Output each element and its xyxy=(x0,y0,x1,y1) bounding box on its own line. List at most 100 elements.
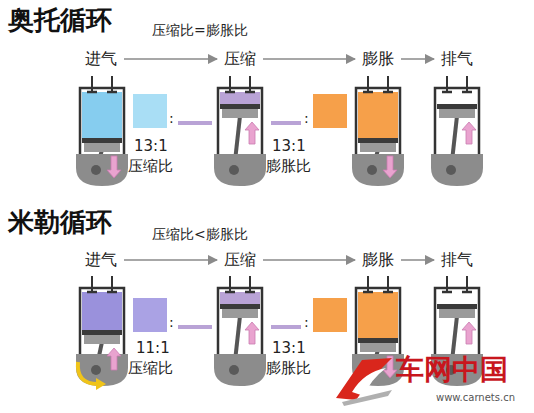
stage-label: 排气 xyxy=(438,250,476,270)
rotation-arrow xyxy=(78,362,98,384)
ratio-bar xyxy=(178,325,212,329)
motion-arrow xyxy=(383,156,397,178)
piston-body xyxy=(222,309,258,318)
valve-stem xyxy=(249,276,251,291)
motion-arrow xyxy=(107,348,121,370)
ratio-name: 膨胀比 xyxy=(266,360,311,377)
valve-head xyxy=(462,291,472,294)
valve-head xyxy=(225,91,235,94)
piston-ring xyxy=(437,104,477,109)
section-heading: 米勒循环 xyxy=(8,208,112,238)
valve-stem xyxy=(229,76,231,91)
valve-head xyxy=(383,291,393,294)
piston-body xyxy=(439,309,475,318)
gas-fill xyxy=(358,92,398,138)
valve-head xyxy=(87,91,97,94)
stage-name: 排气 xyxy=(441,50,473,68)
valve-head xyxy=(245,291,255,294)
piston-ring xyxy=(82,330,122,335)
valve-head xyxy=(107,91,117,94)
valve-head xyxy=(225,291,235,294)
valve-stem xyxy=(446,276,448,291)
piston-ring xyxy=(358,138,398,143)
valve-stem xyxy=(111,76,113,91)
crankshaft xyxy=(367,165,377,175)
ratio-bar xyxy=(271,121,301,125)
stage-name: 压缩 xyxy=(224,251,256,269)
stage-name: 膨胀 xyxy=(362,50,394,68)
section-heading: 奥托循环 xyxy=(8,6,112,36)
engine-cylinder xyxy=(76,76,128,186)
valve-stem xyxy=(466,76,468,91)
stage-label: 压缩 xyxy=(221,49,259,69)
stage-name: 进气 xyxy=(85,50,117,68)
crankcase xyxy=(76,354,128,386)
valve-head xyxy=(462,91,472,94)
motion-arrow xyxy=(245,122,259,144)
crankcase xyxy=(76,154,128,186)
cylinder-wall xyxy=(356,88,400,154)
engine-cylinder xyxy=(76,276,128,390)
rotation-arrow-head xyxy=(96,378,106,390)
piston-body xyxy=(360,343,396,352)
crankshaft xyxy=(229,165,239,175)
cylinder-wall xyxy=(435,88,479,154)
stage-label: 压缩 xyxy=(221,250,259,270)
stage-name: 进气 xyxy=(85,251,117,269)
piston-body xyxy=(222,109,258,118)
valve-stem xyxy=(387,276,389,291)
ratio-note: 压缩比=膨胀比 xyxy=(152,22,248,38)
valve-head xyxy=(107,291,117,294)
stage-arrow xyxy=(263,58,355,60)
valve-head xyxy=(363,91,373,94)
stage-arrow xyxy=(124,259,217,261)
valve-stem xyxy=(367,276,369,291)
ratio-square xyxy=(133,298,167,332)
ratio-value: 13:1 xyxy=(272,138,306,155)
ratio-value: 13:1 xyxy=(272,340,306,357)
ratio-colon: : xyxy=(304,314,309,330)
watermark: 车网中国 xyxy=(396,354,508,386)
ratio-colon: : xyxy=(304,110,309,126)
stage-label: 膨胀 xyxy=(359,250,397,270)
valve-stem xyxy=(249,76,251,91)
gas-fill xyxy=(82,292,122,330)
ratio-value: 11:1 xyxy=(136,340,170,357)
piston-ring xyxy=(220,104,260,109)
valve-stem xyxy=(229,276,231,291)
crankshaft xyxy=(91,165,101,175)
piston-ring xyxy=(358,338,398,343)
cylinder-wall xyxy=(218,88,262,154)
valve-stem xyxy=(111,276,113,291)
ratio-bar xyxy=(178,121,212,125)
motion-arrow xyxy=(245,322,259,344)
ratio-value: 13:1 xyxy=(134,138,168,155)
stage-name: 排气 xyxy=(441,251,473,269)
valve-head xyxy=(383,91,393,94)
piston-body xyxy=(439,109,475,118)
ratio-colon: : xyxy=(169,110,174,126)
logo-swoosh xyxy=(342,390,392,406)
ratio-square xyxy=(313,298,347,332)
piston-body xyxy=(84,143,120,152)
cylinder-wall xyxy=(218,288,262,354)
stage-label: 进气 xyxy=(82,250,120,270)
piston-body xyxy=(360,143,396,152)
piston-ring xyxy=(437,304,477,309)
stage-arrow xyxy=(263,259,355,261)
valve-stem xyxy=(446,76,448,91)
piston-ring xyxy=(82,138,122,143)
engine-cylinder xyxy=(352,76,404,186)
crankshaft xyxy=(446,165,456,175)
stage-arrow xyxy=(401,58,434,60)
ratio-colon: : xyxy=(169,314,174,330)
valve-head xyxy=(442,91,452,94)
cylinder-wall xyxy=(435,288,479,354)
valve-head xyxy=(87,291,97,294)
gas-fill xyxy=(220,292,260,304)
valve-stem xyxy=(387,76,389,91)
cylinder-wall xyxy=(80,88,124,154)
stage-name: 压缩 xyxy=(224,50,256,68)
piston-ring xyxy=(220,304,260,309)
ratio-name: 压缩比 xyxy=(128,158,173,175)
